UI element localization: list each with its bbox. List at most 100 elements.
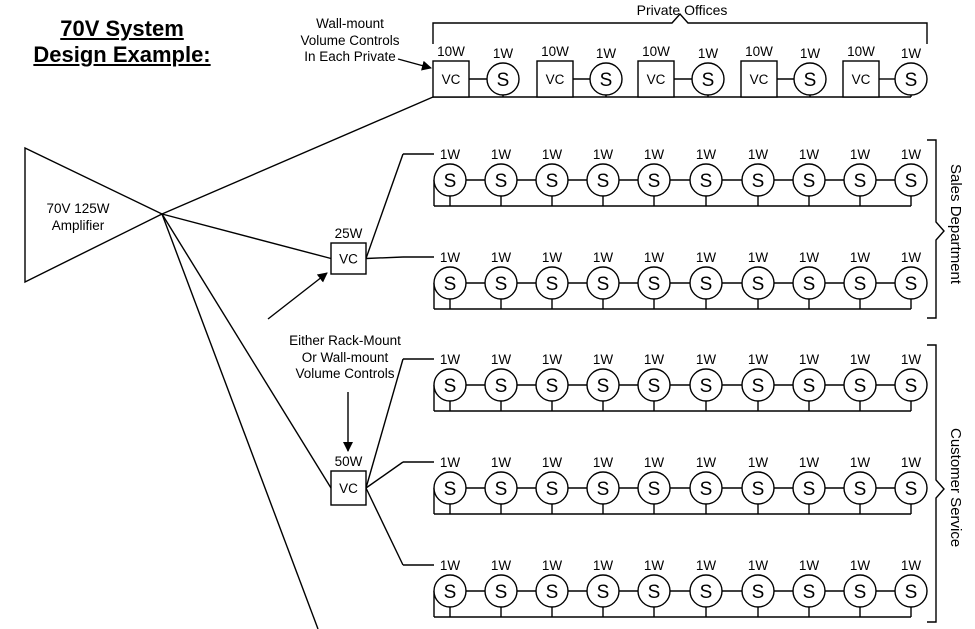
speaker-row-2-8-watt-label: 1W — [799, 250, 820, 265]
speaker-row-4-6-symbol: S — [700, 479, 713, 500]
speaker-row-3-3-symbol: S — [546, 376, 559, 397]
speaker-row-2-1-symbol: S — [444, 274, 457, 295]
speaker-private-5-watt-label: 1W — [901, 46, 922, 61]
speaker-row-5-10 — [894, 574, 928, 608]
speaker-row-4-2-symbol: S — [495, 479, 508, 500]
speaker-row-1-10-watt-label: 1W — [901, 147, 922, 162]
speaker-row-1-3-watt-label: 1W — [542, 147, 563, 162]
speaker-row-1-5-symbol: S — [648, 171, 661, 192]
speaker-row-3-8-watt-label: 1W — [799, 352, 820, 367]
speaker-row-5-4-watt-label: 1W — [593, 558, 614, 573]
volume-control-private-1-watt-label: 10W — [437, 44, 465, 59]
speaker-row-1-10-symbol: S — [905, 171, 918, 192]
volume-control-private-2-label: VC — [546, 72, 565, 87]
speaker-row-2-2-symbol: S — [495, 274, 508, 295]
speaker-private-2 — [589, 62, 623, 96]
speaker-row-2-7-watt-label: 1W — [748, 250, 769, 265]
speaker-row-1-6 — [689, 163, 723, 197]
amplifier-label-line-2: Amplifier — [51, 217, 105, 233]
speaker-row-1-1-symbol: S — [444, 171, 457, 192]
speaker-row-4-8 — [792, 471, 826, 505]
volume-control-private-5 — [842, 60, 880, 98]
speaker-row-1-8-watt-label: 1W — [799, 147, 820, 162]
speaker-row-5-2 — [484, 574, 518, 608]
speaker-row-4-9-watt-label: 1W — [850, 455, 871, 470]
bracket-customer-service — [927, 344, 945, 623]
speaker-row-1-9-watt-label: 1W — [850, 147, 871, 162]
speaker-row-1-2-watt-label: 1W — [491, 147, 512, 162]
volume-control-private-1 — [432, 60, 470, 98]
volume-control-25w-watt-label: 25W — [335, 226, 363, 241]
speaker-row-1-7-symbol: S — [752, 171, 765, 192]
speaker-row-5-6-watt-label: 1W — [696, 558, 717, 573]
speaker-row-3-2 — [484, 368, 518, 402]
speaker-row-2-1 — [433, 266, 467, 300]
speaker-row-3-9 — [843, 368, 877, 402]
speaker-row-1-5 — [637, 163, 671, 197]
speaker-row-2-9 — [843, 266, 877, 300]
speaker-row-3-4-watt-label: 1W — [593, 352, 614, 367]
speaker-row-4-9 — [843, 471, 877, 505]
volume-control-private-5-label: VC — [852, 72, 871, 87]
speaker-row-4-8-watt-label: 1W — [799, 455, 820, 470]
speaker-row-1-1-watt-label: 1W — [440, 147, 461, 162]
speaker-row-4-6-watt-label: 1W — [696, 455, 717, 470]
volume-control-50w-watt-label: 50W — [335, 454, 363, 469]
speaker-row-3-7-watt-label: 1W — [748, 352, 769, 367]
speaker-row-1-7-watt-label: 1W — [748, 147, 769, 162]
speaker-row-1-4 — [586, 163, 620, 197]
speaker-row-2-8 — [792, 266, 826, 300]
arrow-rack-mount-up — [267, 272, 328, 320]
speaker-row-4-7 — [741, 471, 775, 505]
speaker-row-5-3 — [535, 574, 569, 608]
speaker-row-4-7-symbol: S — [752, 479, 765, 500]
speaker-row-1-5-watt-label: 1W — [644, 147, 665, 162]
speaker-private-4-symbol: S — [804, 70, 817, 91]
speaker-row-2-5-symbol: S — [648, 274, 661, 295]
feed-wire-vc-25w — [161, 213, 332, 260]
speaker-row-2-2 — [484, 266, 518, 300]
speaker-row-2-6-watt-label: 1W — [696, 250, 717, 265]
speaker-row-3-2-symbol: S — [495, 376, 508, 397]
speaker-row-2-10-watt-label: 1W — [901, 250, 922, 265]
speaker-row-1-10 — [894, 163, 928, 197]
speaker-row-5-6 — [689, 574, 723, 608]
feed-wire-private-offices — [161, 96, 434, 215]
speaker-row-3-10-symbol: S — [905, 376, 918, 397]
speaker-row-1-2-symbol: S — [495, 171, 508, 192]
volume-control-private-4 — [740, 60, 778, 98]
speaker-row-4-4-symbol: S — [597, 479, 610, 500]
speaker-row-1-8 — [792, 163, 826, 197]
volume-control-private-3-watt-label: 10W — [642, 44, 670, 59]
speaker-row-4-4 — [586, 471, 620, 505]
speaker-private-4 — [793, 62, 827, 96]
speaker-row-5-9-symbol: S — [854, 582, 867, 603]
volume-control-50w-label: VC — [339, 481, 358, 496]
speaker-row-5-1-watt-label: 1W — [440, 558, 461, 573]
speaker-row-2-3-symbol: S — [546, 274, 559, 295]
speaker-row-1-7 — [741, 163, 775, 197]
speaker-row-3-4 — [586, 368, 620, 402]
volume-control-private-1-label: VC — [442, 72, 461, 87]
speaker-row-1-3-symbol: S — [546, 171, 559, 192]
speaker-row-1-3 — [535, 163, 569, 197]
speaker-row-5-1 — [433, 574, 467, 608]
feed-wire-vc-50w — [161, 213, 332, 489]
speaker-row-1-1 — [433, 163, 467, 197]
speaker-row-4-3 — [535, 471, 569, 505]
speaker-private-3-symbol: S — [702, 70, 715, 91]
speaker-row-1-4-watt-label: 1W — [593, 147, 614, 162]
speaker-row-3-8 — [792, 368, 826, 402]
volume-control-25w-label: VC — [339, 252, 358, 267]
speaker-row-2-7 — [741, 266, 775, 300]
speaker-row-3-6-symbol: S — [700, 376, 713, 397]
speaker-row-2-2-watt-label: 1W — [491, 250, 512, 265]
group-label-sales-department: Sales Department — [947, 164, 964, 285]
speaker-row-3-1-symbol: S — [444, 376, 457, 397]
speaker-row-5-5-symbol: S — [648, 582, 661, 603]
speaker-row-2-4-symbol: S — [597, 274, 610, 295]
feed-wire-extra — [161, 213, 319, 629]
page-title: 70V System Design Example: — [22, 16, 222, 68]
speaker-private-5 — [894, 62, 928, 96]
